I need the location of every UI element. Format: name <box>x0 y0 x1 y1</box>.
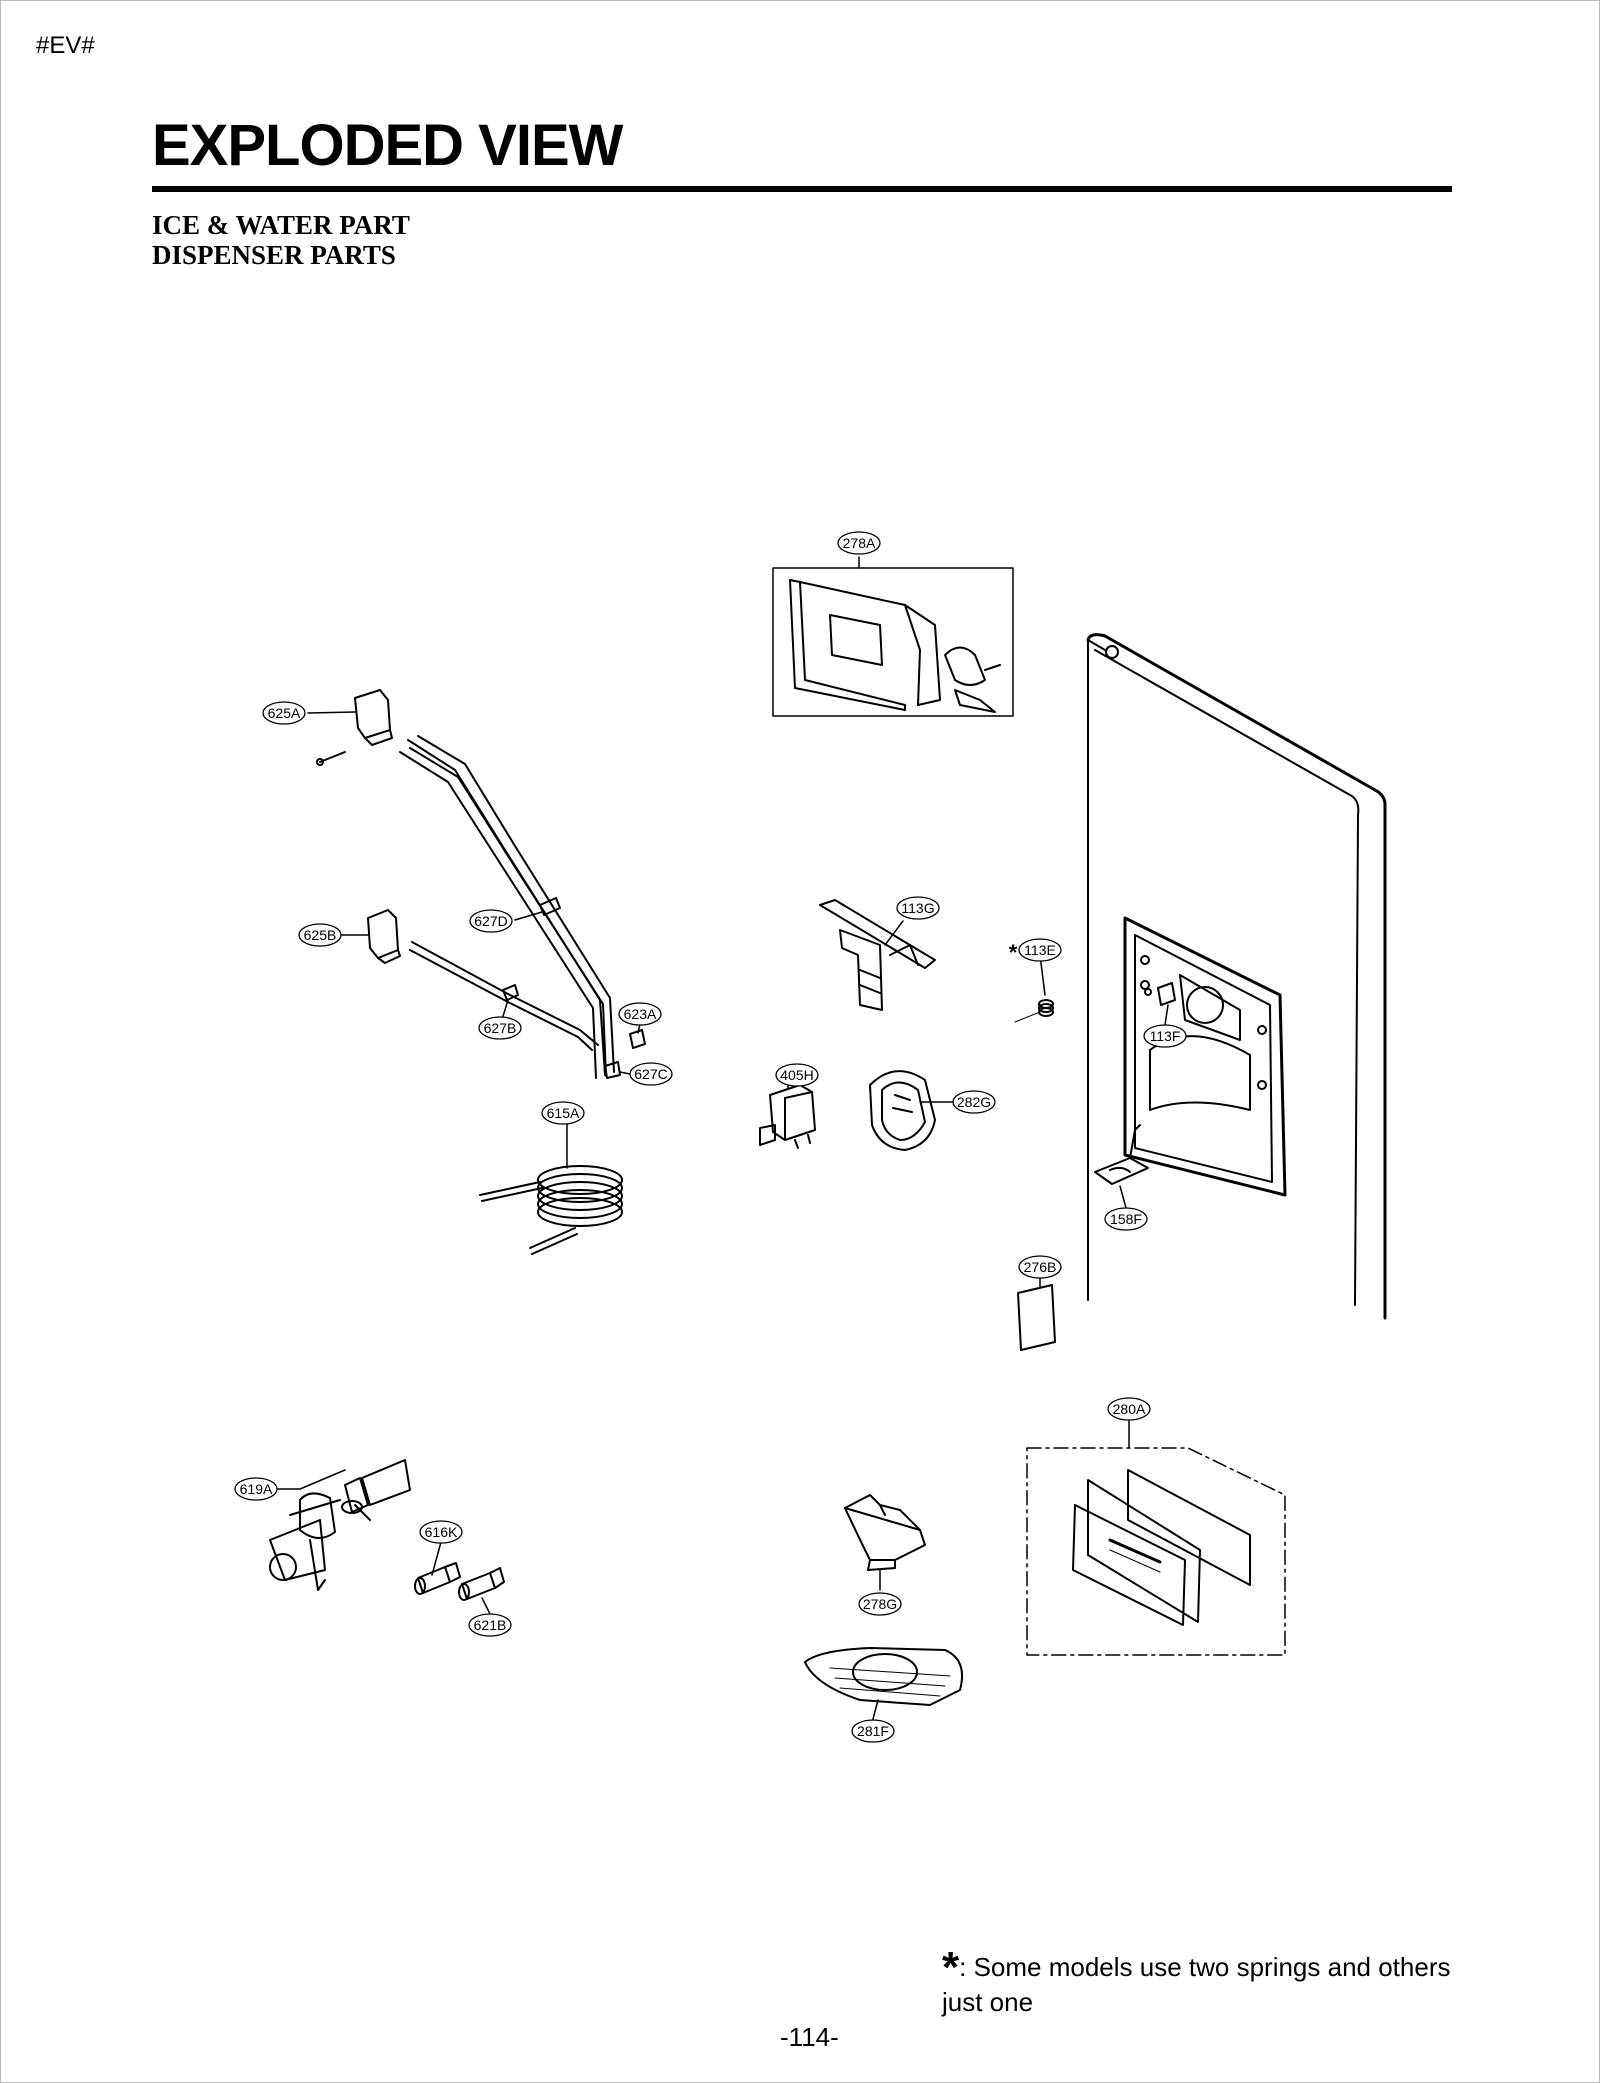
part-278A-dispenser-cover <box>772 567 1014 717</box>
callout-616K: 616K <box>419 1520 463 1544</box>
callout-label: 113G <box>901 900 934 916</box>
section-subtitle-dispenser: DISPENSER PARTS <box>152 240 396 270</box>
callout-627C: 627C <box>629 1062 673 1086</box>
footnote: *: Some models use two springs and other… <box>942 1946 1482 2019</box>
part-113E-spring <box>1014 999 1054 1023</box>
callout-113E: 113E <box>1018 938 1062 962</box>
callout-label: 278A <box>843 535 876 551</box>
callouts: 278A 625A 625B 627D 627B 623A 627C 615A 113G 113E… <box>234 531 1187 1743</box>
footnote-star: * <box>942 1943 960 1992</box>
section-subtitle-ice-water: ICE & WATER PART <box>152 210 410 240</box>
callout-label: 616K <box>425 1524 458 1540</box>
part-627D-tubes <box>399 735 615 1079</box>
callout-label: 278G <box>863 1596 897 1612</box>
callout-623A: 623A <box>618 1002 662 1026</box>
part-625A-clip <box>316 689 393 766</box>
callout-619A: 619A <box>234 1477 278 1501</box>
part-615A-tube-coil <box>479 1165 623 1255</box>
door-panel <box>1086 633 1387 1320</box>
callout-113F: 113F <box>1143 1024 1187 1048</box>
callout-627B: 627B <box>478 1016 522 1040</box>
callout-113E-asterisk: * <box>1009 940 1018 965</box>
callout-label: 113F <box>1150 1028 1181 1044</box>
callout-405H: 405H <box>775 1063 819 1087</box>
callout-278G: 278G <box>858 1592 902 1616</box>
callout-627D: 627D <box>469 909 513 933</box>
part-113F-switch <box>1144 982 1176 1006</box>
part-113G-bracket <box>819 899 936 1011</box>
callout-625B: 625B <box>298 923 342 947</box>
callout-281F: 281F <box>851 1719 895 1743</box>
part-158F-lever <box>1094 1124 1149 1185</box>
callout-label: 621B <box>474 1617 507 1633</box>
part-281F-drip-tray <box>804 1647 964 1706</box>
callout-label: 619A <box>240 1481 273 1497</box>
callout-280A: 280A <box>1107 1397 1151 1421</box>
callout-158F: 158F <box>1104 1207 1148 1231</box>
callout-label: 615A <box>547 1105 580 1121</box>
callout-label: 623A <box>624 1006 657 1022</box>
part-280A-display-assembly <box>1026 1447 1286 1656</box>
callout-label: 625A <box>268 705 301 721</box>
callout-label: 281F <box>857 1723 889 1739</box>
page-title: EXPLODED VIEW <box>152 113 623 178</box>
callout-label: 405H <box>780 1067 813 1083</box>
part-619A-water-valve <box>269 1459 411 1591</box>
callout-621B: 621B <box>468 1613 512 1637</box>
callout-282G: 282G <box>952 1090 996 1114</box>
page-number: -114- <box>780 2022 839 2052</box>
callout-276B: 276B <box>1018 1255 1062 1279</box>
callout-label: 627B <box>484 1020 517 1036</box>
callout-label: 282G <box>957 1094 991 1110</box>
callout-label: 627D <box>474 913 507 929</box>
part-278G-chute <box>844 1494 926 1571</box>
part-282G-cap <box>869 1070 936 1151</box>
part-627C-clip <box>604 1061 621 1079</box>
callout-label: 625B <box>304 927 337 943</box>
callout-label: 276B <box>1024 1259 1057 1275</box>
footnote-text: : Some models use two springs and others… <box>942 1952 1451 2017</box>
part-276B-panel <box>1017 1284 1056 1351</box>
callout-113G: 113G <box>896 896 940 920</box>
callout-label: 113E <box>1024 942 1056 958</box>
callout-278A: 278A <box>837 531 881 555</box>
callout-625A: 625A <box>262 701 306 725</box>
title-rule <box>152 186 1452 192</box>
callout-label: 158F <box>1110 1211 1142 1227</box>
callout-label: 280A <box>1113 1401 1146 1417</box>
document-tag: #EV# <box>36 32 95 59</box>
clip-627B <box>502 984 519 1001</box>
part-625B-clip <box>367 909 401 964</box>
leader-lines <box>277 556 1169 1720</box>
part-621B-fitting <box>458 1567 505 1601</box>
callout-label: 627C <box>634 1066 667 1082</box>
callout-615A: 615A <box>541 1101 585 1125</box>
part-616K-fitting <box>414 1562 461 1595</box>
part-405H-solenoid <box>759 1084 816 1149</box>
part-627B-tube <box>409 941 599 1051</box>
